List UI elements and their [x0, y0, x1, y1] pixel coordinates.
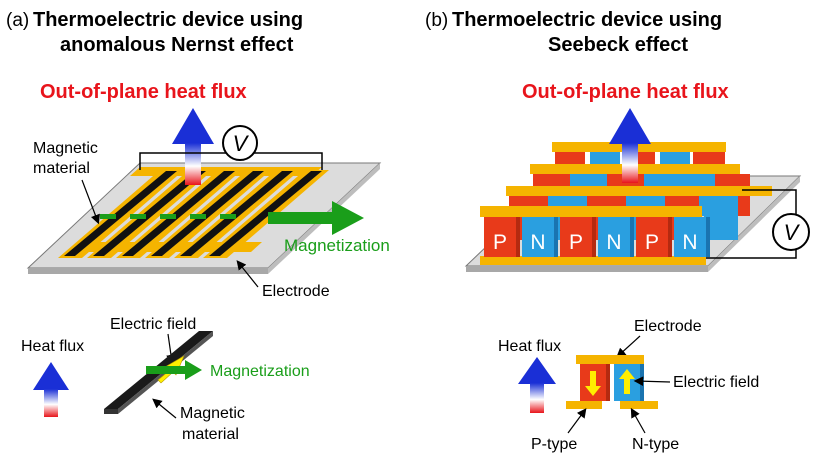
panel-b-title-line2: Seebeck effect [548, 34, 688, 56]
legend-n-type-label: N-type [632, 436, 679, 453]
legend-magnetization-label: Magnetization [210, 363, 310, 380]
electrode-label: Electrode [262, 283, 330, 300]
magnetic-stripe [64, 171, 177, 256]
legend-pn-couple [566, 355, 658, 409]
n-letter: N [530, 231, 545, 254]
legend-heat-flux-label: Heat flux [21, 338, 84, 355]
p-type-leg: P [560, 217, 596, 257]
legend-electrode-label: Electrode [634, 318, 702, 335]
p-type-leg: P [484, 217, 520, 257]
panel-a-label: (a) [6, 10, 29, 31]
panel-b-legend: Heat flux Electrode Electric field P- [498, 318, 759, 453]
n-type-leg: N [598, 217, 634, 257]
legend-magnetic-material-line1: Magnetic [180, 405, 245, 422]
magnetic-stripe [122, 171, 235, 256]
legend-heat-flux-label: Heat flux [498, 338, 561, 355]
p-letter: P [645, 231, 659, 254]
nernst-voltmeter: V [139, 125, 323, 170]
panel-a-title-line1: Thermoelectric device using [33, 9, 303, 31]
n-letter: N [606, 231, 621, 254]
heat-flux-arrow-icon [609, 108, 651, 183]
legend-electric-field-label: Electric field [673, 374, 759, 391]
magnetic-material-label-line2: material [33, 160, 90, 177]
n-letter: N [682, 231, 697, 254]
legend-heat-flux-arrow-icon [518, 357, 556, 413]
legend-magnetic-material-line2: material [182, 426, 239, 443]
panel-a-heat-flux-title: Out-of-plane heat flux [40, 81, 247, 103]
panel-a: (a) Thermoelectric device using anomalou… [6, 9, 390, 443]
legend-p-field-arrow-icon [585, 371, 601, 396]
panel-b-heat-flux-title: Out-of-plane heat flux [522, 81, 729, 103]
n-type-leg: N [522, 217, 558, 257]
magnetic-stripe [151, 171, 264, 256]
seebeck-voltmeter-label: V [784, 220, 801, 245]
legend-n-field-arrow-icon [619, 369, 635, 394]
panel-b-label: (b) [425, 10, 448, 31]
panel-b-title-line1: Thermoelectric device using [452, 9, 722, 31]
n-type-leg: N [674, 217, 710, 257]
seebeck-voltmeter: V [706, 189, 810, 259]
magnetic-stripe [209, 171, 322, 256]
magnetic-stripe [180, 171, 293, 256]
nernst-magnetic-stripes [64, 171, 322, 256]
legend-electric-field-label: Electric field [110, 316, 196, 333]
panel-a-title-line2: anomalous Nernst effect [60, 34, 294, 56]
p-letter: P [493, 231, 507, 254]
pn-front-row: P N P N P [480, 206, 710, 265]
nernst-voltmeter-label: V [233, 131, 250, 156]
panel-b: (b) Thermoelectric device using Seebeck … [425, 9, 810, 453]
nernst-magnetization-marks [100, 214, 236, 219]
magnetic-stripe [93, 171, 206, 256]
legend-p-type-label: P-type [531, 436, 577, 453]
magnetization-arrow-icon [268, 201, 364, 235]
panel-a-legend: Heat flux Electric field Magnetization M… [21, 316, 310, 443]
magnetization-label: Magnetization [284, 236, 390, 255]
p-letter: P [569, 231, 583, 254]
p-type-leg: P [636, 217, 672, 257]
legend-heat-flux-arrow-icon [33, 362, 69, 417]
legend-magnetization-arrow-icon [146, 360, 202, 380]
magnetic-material-label-line1: Magnetic [33, 140, 98, 157]
